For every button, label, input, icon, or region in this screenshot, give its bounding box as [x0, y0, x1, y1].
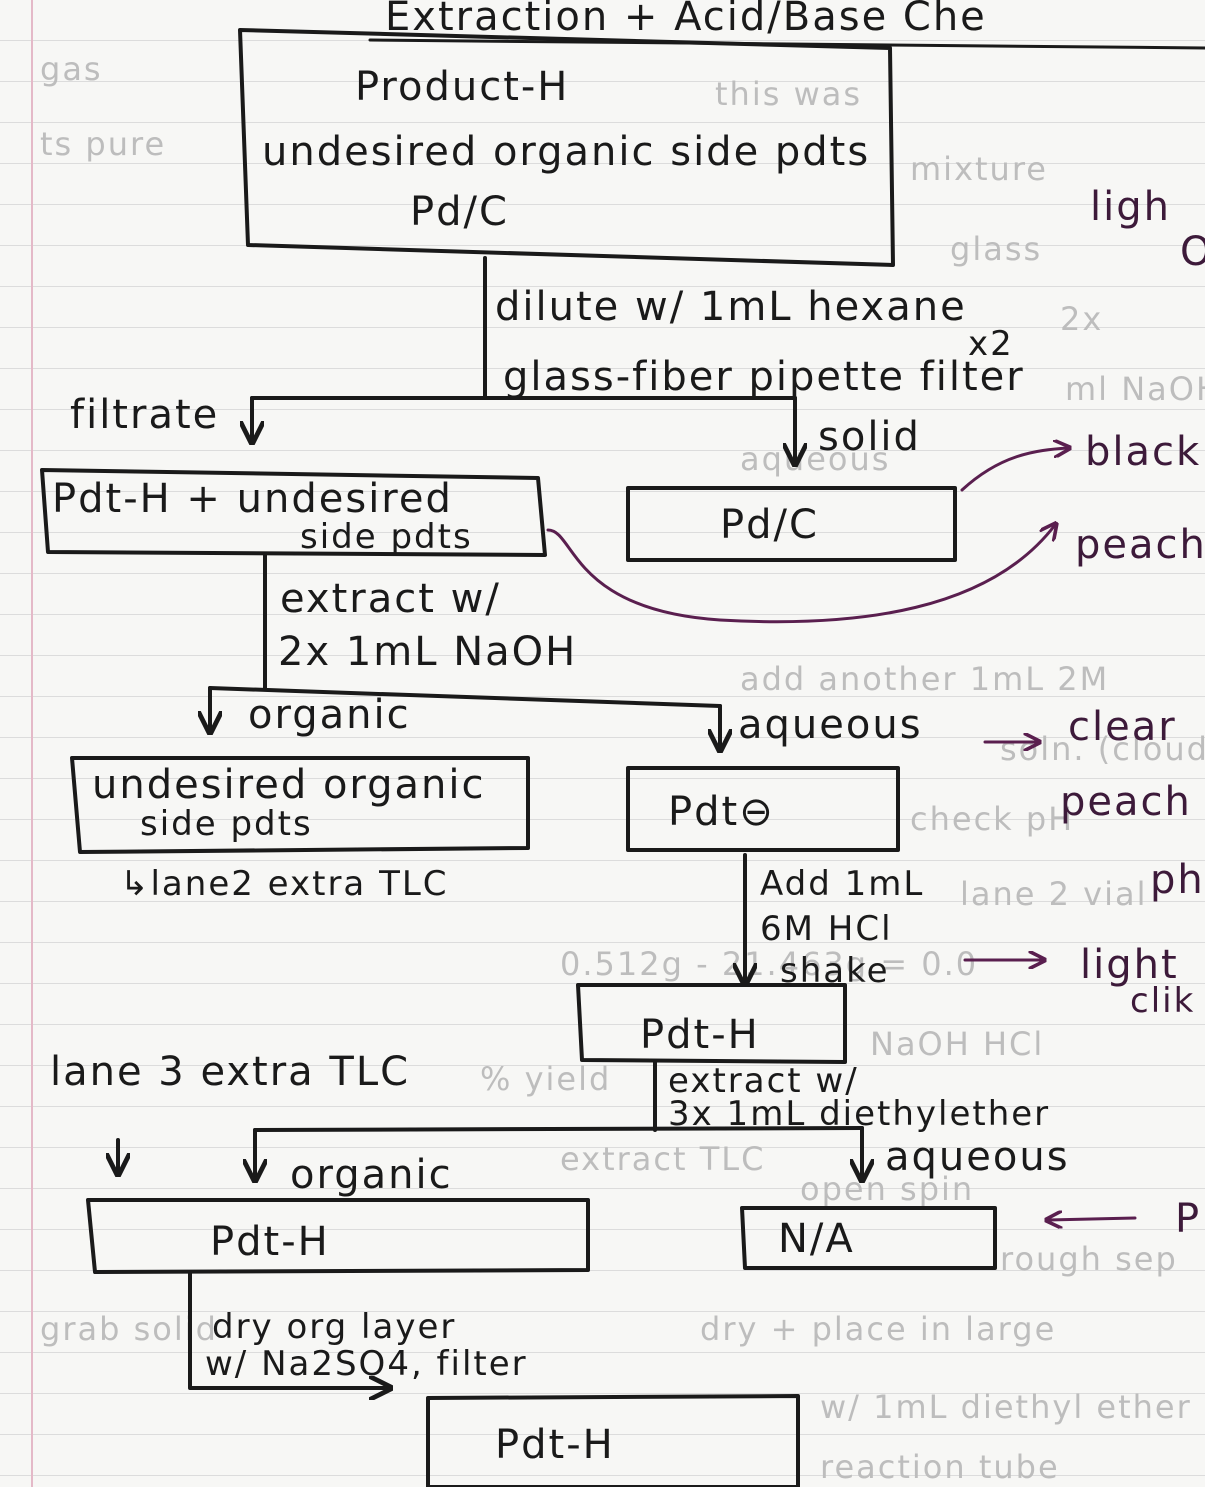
- observation-clik: clik: [1130, 981, 1195, 1021]
- bleed-text: lane 2 vial: [960, 875, 1148, 913]
- observation-arrow: [546, 525, 1055, 624]
- bleed-text: add another 1mL 2M: [740, 660, 1109, 698]
- bleed-text: grab solid: [40, 1310, 218, 1348]
- bleed-text: open spin: [800, 1170, 974, 1208]
- observation-ligh: ligh: [1090, 184, 1171, 230]
- branch-label-organic-1: organic: [248, 692, 411, 738]
- pdth-box-1-line1: Pdt-H: [640, 1012, 760, 1058]
- step2-line2: 2x 1mL NaOH: [278, 629, 577, 675]
- bleed-text: dry + place in large: [700, 1310, 1056, 1348]
- bleed-text: check pH: [910, 800, 1074, 838]
- observation-peach: peach: [1075, 522, 1205, 568]
- start-box-line1: Product-H: [355, 64, 569, 110]
- pdth-box-1: [576, 983, 847, 1064]
- filtrate-box-line1: Pdt-H + undesired: [52, 476, 453, 522]
- bleed-text: w/ 1mL diethyl ether: [820, 1388, 1192, 1426]
- step3-line2: 6M HCl: [760, 909, 893, 949]
- note-lane3: lane 3 extra TLC: [50, 1049, 410, 1095]
- solid-box: [626, 486, 957, 562]
- branch-label-aqueous-1: aqueous: [738, 702, 923, 748]
- observation-o: O: [1180, 229, 1205, 275]
- organic-box-1-line1: undesired organic: [92, 762, 486, 808]
- step3-line1: Add 1mL: [760, 864, 924, 904]
- branch-label-organic-2: organic: [290, 1152, 453, 1198]
- bleed-text: reaction tube: [820, 1448, 1060, 1486]
- solid-box-line1: Pd/C: [720, 502, 819, 548]
- final-box-line1: Pdt-H: [495, 1422, 615, 1468]
- organic-box-1: [70, 756, 530, 854]
- start-box-line3: Pd/C: [410, 189, 509, 235]
- observation-arrow: [1048, 1218, 1137, 1220]
- branch-label-solid: solid: [818, 414, 921, 460]
- step5-line1: dry org layer: [212, 1307, 456, 1347]
- bleed-text: rough sep: [1000, 1240, 1178, 1278]
- bleed-text: mixture: [910, 150, 1048, 188]
- aqueous-box-1-line1: Pdt⊖: [668, 789, 775, 835]
- organic-box-2: [86, 1198, 590, 1274]
- bleed-text: glass: [950, 230, 1042, 268]
- observation-peach-2: peach: [1060, 779, 1192, 825]
- organic-box-2-line1: Pdt-H: [210, 1219, 330, 1265]
- observation-ph: ph: [1150, 857, 1205, 903]
- bleed-text: ts pure: [40, 125, 166, 163]
- step1-multiplier: x2: [968, 324, 1014, 364]
- filtrate-box: [40, 468, 547, 557]
- note-lane2: ↳lane2 extra TLC: [120, 864, 449, 904]
- branch-label-filtrate: filtrate: [70, 392, 219, 438]
- margin-line: [31, 0, 33, 1487]
- step4-line1: extract w/: [668, 1061, 859, 1101]
- page-title: Extraction + Acid/Base Che: [385, 0, 987, 40]
- start-box: [238, 28, 895, 267]
- observation-black: black: [1085, 429, 1201, 475]
- step5-line2: w/ Na2SO4, filter: [205, 1344, 528, 1384]
- start-box-line2: undesired organic side pdts: [262, 129, 870, 175]
- final-box: [426, 1394, 800, 1487]
- step2-line1: extract w/: [280, 576, 501, 622]
- bleed-text: % yield: [480, 1060, 611, 1098]
- organic-box-1-line2: side pdts: [140, 804, 313, 844]
- bleed-text: NaOH HCl: [870, 1025, 1044, 1063]
- observation-p: P: [1175, 1196, 1201, 1242]
- bleed-text: aqueous: [740, 440, 890, 478]
- bleed-text: ml NaOH: [1065, 370, 1205, 408]
- split-line: [253, 1126, 864, 1132]
- step1-line2: glass-fiber pipette filter: [503, 354, 1025, 400]
- split-line: [208, 686, 722, 708]
- branch-label-aqueous-2: aqueous: [885, 1134, 1070, 1180]
- bleed-text: extract TLC: [560, 1140, 765, 1178]
- step5-arrow: [188, 1270, 388, 1388]
- observation-clear: clear: [1068, 704, 1177, 750]
- aqueous-box-1: [626, 766, 900, 852]
- filtrate-box-line2: side pdts: [300, 517, 473, 557]
- aqueous-box-2-line1: N/A: [778, 1216, 855, 1262]
- bleed-text: 0.512g - 21.463g = 0.0: [560, 945, 978, 983]
- bleed-through-group: gas ts pure this was mixture glass ml Na…: [40, 50, 1205, 1486]
- bleed-text: gas: [40, 50, 103, 88]
- bleed-text: this was: [715, 75, 862, 113]
- aqueous-box-2: [740, 1206, 997, 1270]
- step1-line1: dilute w/ 1mL hexane: [495, 284, 967, 330]
- bleed-text: 2x: [1060, 300, 1103, 338]
- observation-arrow: [960, 448, 1068, 492]
- observation-light: light: [1080, 942, 1179, 988]
